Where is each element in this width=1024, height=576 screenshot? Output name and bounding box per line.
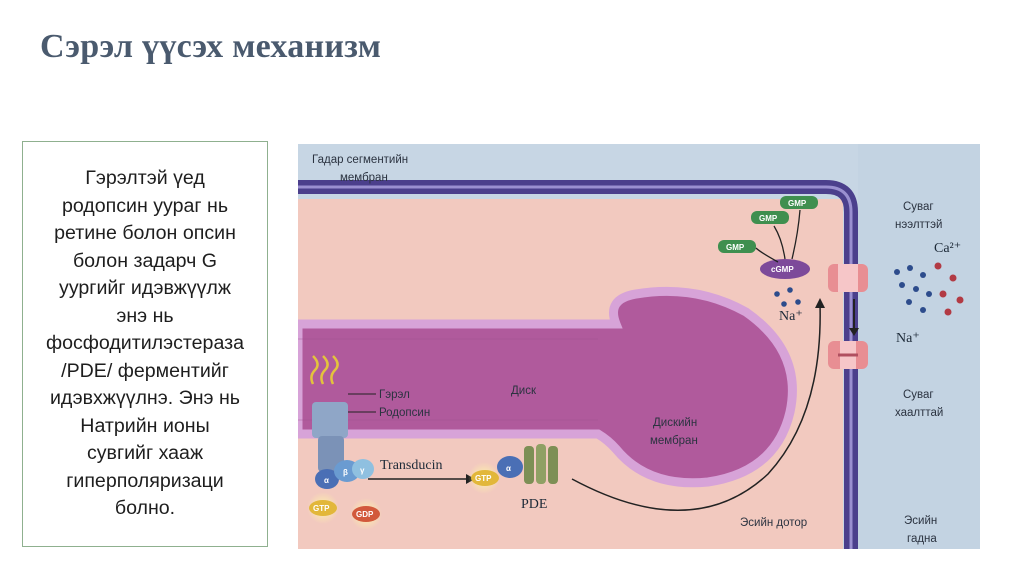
gdp-molecule: GDP: [352, 506, 380, 522]
outer-membrane-label-2: мембран: [340, 172, 388, 184]
channel-open-label-2: нээлттэй: [895, 219, 942, 231]
svg-text:GMP: GMP: [726, 243, 745, 252]
pde-gtp-molecule: GTP: [471, 470, 499, 486]
svg-text:α: α: [506, 464, 511, 473]
svg-text:cGMP: cGMP: [771, 265, 794, 274]
channel-open-icon: [828, 264, 868, 292]
gmp-molecule: GMP: [751, 211, 789, 224]
disk-membrane-label: Дискийн: [653, 417, 697, 429]
svg-text:γ: γ: [360, 466, 365, 475]
channel-closed-label: Суваг: [903, 389, 934, 401]
svg-text:GDP: GDP: [356, 510, 374, 519]
pde-to-channel-arrow: [571, 303, 821, 511]
rhodopsin-label: Родопсин: [379, 407, 430, 419]
ca-ion-label: Ca²⁺: [934, 241, 961, 256]
ion-cluster-outside: [894, 262, 964, 316]
disk: [298, 286, 797, 488]
gmp-molecule: GMP: [718, 240, 756, 253]
explanation-text: Гэрэлтэй үед родопсин уураг нь ретине бо…: [45, 167, 245, 520]
disk-membrane-label-2: мембран: [650, 435, 698, 447]
svg-text:β: β: [343, 468, 348, 477]
extracellular-right: [858, 144, 980, 549]
na-inside-label: Na⁺: [779, 309, 803, 324]
transducin-label: Transducin: [380, 458, 443, 473]
na-outside-label: Na⁺: [896, 331, 920, 346]
na-ions-inside: [774, 287, 801, 307]
svg-text:α: α: [324, 476, 329, 485]
channel-closed-label-2: хаалттай: [895, 407, 943, 419]
pde-alpha-icon: α: [497, 456, 523, 478]
svg-text:GTP: GTP: [475, 474, 492, 483]
light-icon: [310, 355, 339, 385]
extracellular-label-2: гадна: [907, 533, 937, 545]
channel-closed-icon: [828, 341, 868, 369]
svg-text:GTP: GTP: [313, 504, 330, 513]
gtp-molecule: GTP: [309, 500, 337, 516]
outer-membrane-label: Гадар сегментийн: [312, 154, 408, 166]
svg-text:GMP: GMP: [759, 214, 778, 223]
light-label: Гэрэл: [379, 389, 410, 401]
intracellular-label: Эсийн дотор: [740, 517, 807, 529]
channel-open-label: Суваг: [903, 201, 934, 213]
explanation-box: Гэрэлтэй үед родопсин уураг нь ретине бо…: [22, 141, 268, 547]
gmp-molecule: GMP: [780, 196, 818, 209]
pde-label: PDE: [521, 497, 547, 512]
extracellular-label: Эсийн: [904, 515, 937, 527]
rhodopsin-icon: [312, 402, 348, 472]
slide-title: Сэрэл үүсэх механизм: [40, 28, 382, 65]
disk-label: Диск: [511, 385, 537, 397]
cgmp-molecule: cGMP: [760, 259, 810, 279]
svg-text:GMP: GMP: [788, 199, 807, 208]
phototransduction-diagram: Гадар сегментийн мембран Суваг нээлттэй …: [298, 144, 980, 549]
transducin-icon: α β γ: [315, 459, 374, 489]
pde-icon: [524, 444, 558, 484]
